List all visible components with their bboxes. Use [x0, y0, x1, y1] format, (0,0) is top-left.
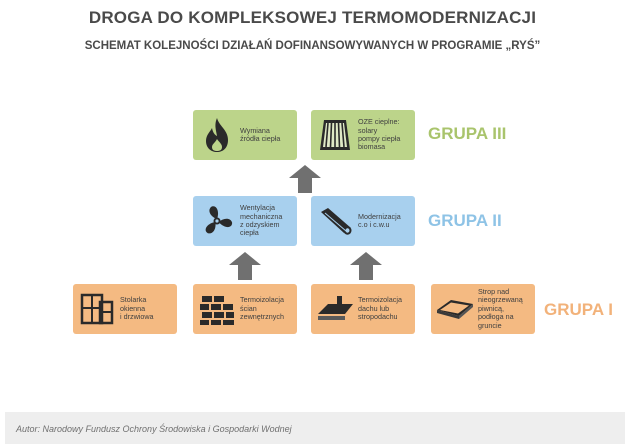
brick-wall-icon [197, 289, 237, 329]
box-windows: Stolarka okienna i drzwiowa [73, 284, 177, 334]
group-2-label: GRUPA II [428, 211, 502, 230]
box-walls: Termoizolacja ścian zewnętrznych [193, 284, 297, 334]
box-roof-label: Termoizolacja dachu lub stropodachu [358, 295, 402, 322]
box-heating: Modernizacja c.o i c.w.u [311, 196, 415, 246]
arrow-up-icon [229, 252, 261, 280]
floor-slab-icon [435, 289, 475, 329]
source-footer: Autor: Narodowy Fundusz Ochrony Środowis… [5, 412, 625, 444]
box-floor-label: Strop nad nieogrzewaną piwnicą, podłoga … [478, 286, 523, 330]
diagram-subtitle: SCHEMAT KOLEJNOŚCI DZIAŁAŃ DOFINANSOWYWA… [84, 40, 541, 52]
box-heating-label: Modernizacja c.o i c.w.u [358, 211, 401, 229]
arrow-up-icon [350, 252, 382, 280]
box-walls-label: Termoizolacja ścian zewnętrznych [240, 295, 284, 322]
arrow-up-icon [289, 165, 321, 193]
fan-icon [197, 201, 237, 241]
pipe-icon [315, 201, 355, 241]
box-roof: Termoizolacja dachu lub stropodachu [311, 284, 415, 334]
flame-icon [197, 115, 237, 155]
box-floor: Strop nad nieogrzewaną piwnicą, podłoga … [431, 284, 535, 334]
box-windows-label: Stolarka okienna i drzwiowa [120, 295, 154, 322]
box-heat-source: Wymiana źródła ciepła [193, 110, 297, 160]
box-ventilation: Wentylacja mechaniczna z odzyskiem ciepł… [193, 196, 297, 246]
box-heat-source-label: Wymiana źródła ciepła [240, 125, 281, 143]
roof-icon [315, 289, 355, 329]
group-3-label: GRUPA III [428, 124, 507, 143]
window-icon [77, 289, 117, 329]
box-oze-label: OZE cieplne: solary pompy ciepła biomasa [358, 117, 401, 152]
diagram-title: DROGA DO KOMPLEKSOWEJ TERMOMODERNIZACJI [88, 8, 537, 27]
box-oze: OZE cieplne: solary pompy ciepła biomasa [311, 110, 415, 160]
group-1-label: GRUPA I [544, 300, 613, 319]
solar-panel-icon [315, 115, 355, 155]
box-ventilation-label: Wentylacja mechaniczna z odzyskiem ciepł… [240, 203, 283, 238]
